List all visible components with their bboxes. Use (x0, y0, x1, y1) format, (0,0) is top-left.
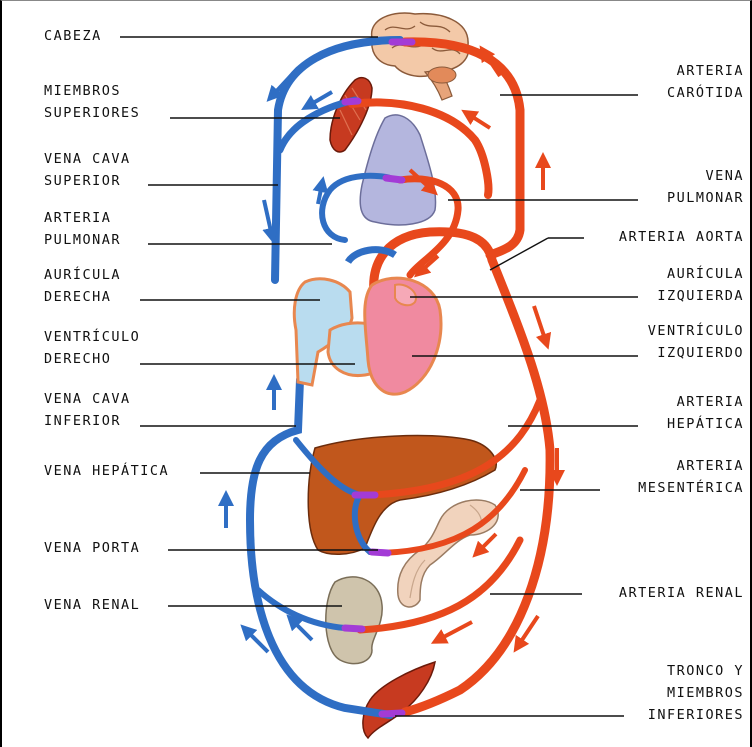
label-vena-porta: VENA PORTA (44, 537, 140, 559)
lung-shape (360, 115, 435, 225)
label-arteria-carotida: ARTERIA CARÓTIDA (667, 60, 744, 104)
label-arteria-renal: ARTERIA RENAL (619, 582, 744, 604)
brain-shape (372, 13, 469, 100)
lower-limb-muscle-shape (363, 662, 435, 738)
label-arteria-mesenterica: ARTERIA MESENTÉRICA (638, 455, 744, 499)
label-auricula-izquierda: AURÍCULA IZQUIERDA (657, 263, 744, 307)
label-auricula-derecha: AURÍCULA DERECHA (44, 264, 121, 308)
label-cabeza: CABEZA (44, 25, 102, 47)
label-ventriculo-izquierdo: VENTRÍCULO IZQUIERDO (648, 320, 744, 364)
heart-shape (294, 250, 441, 395)
upper-limb-muscle-shape (330, 78, 372, 152)
label-vena-pulmonar: VENA PULMONAR (667, 165, 744, 209)
label-arteria-aorta: ARTERIA AORTA (619, 226, 744, 248)
label-vena-hepatica: VENA HEPÁTICA (44, 460, 169, 482)
label-vena-cava-inferior: VENA CAVA INFERIOR (44, 388, 131, 432)
kidney-shape (326, 577, 382, 664)
label-tronco-miembros-inferiores: TRONCO Y MIEMBROS INFERIORES (648, 660, 744, 726)
label-arteria-pulmonar: ARTERIA PULMONAR (44, 207, 121, 251)
label-vena-cava-superior: VENA CAVA SUPERIOR (44, 148, 131, 192)
label-miembros-superiores: MIEMBROS SUPERIORES (44, 80, 140, 124)
label-vena-renal: VENA RENAL (44, 594, 140, 616)
label-arteria-hepatica: ARTERIA HEPÁTICA (667, 391, 744, 435)
label-ventriculo-derecho: VENTRÍCULO DERECHO (44, 326, 140, 370)
